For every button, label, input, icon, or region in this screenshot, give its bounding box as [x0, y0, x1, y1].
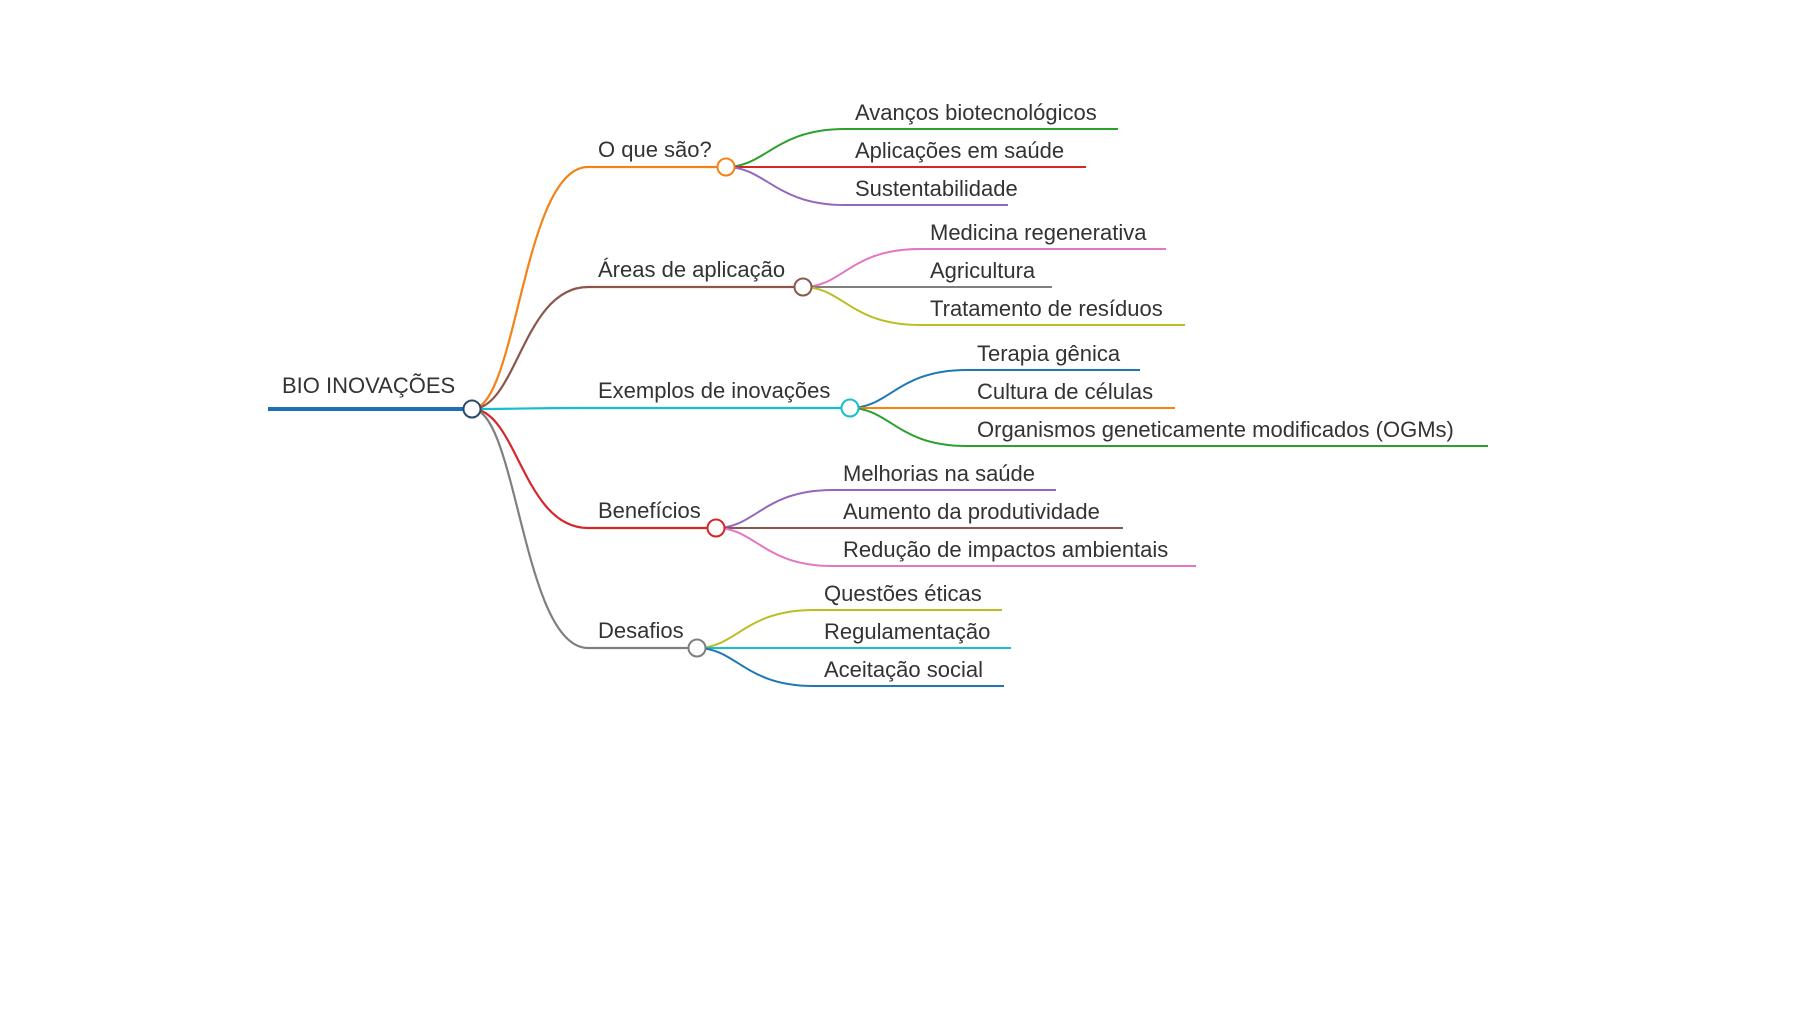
leaf-label: Aplicações em saúde [855, 138, 1064, 163]
branch-collapse-toggle[interactable] [840, 398, 860, 418]
leaf-label: Regulamentação [824, 619, 990, 644]
branch-label: Desafios [598, 618, 684, 643]
leaf-connector [725, 128, 846, 168]
nodes [462, 157, 860, 658]
leaf-connector [849, 407, 968, 447]
branch-connector [471, 407, 589, 650]
leaf-label: Redução de impactos ambientais [843, 537, 1168, 562]
branch-collapse-toggle[interactable] [706, 518, 726, 538]
leaf-connector [802, 248, 921, 288]
leaf-label: Medicina regenerativa [930, 220, 1147, 245]
leaf-connector [696, 647, 815, 687]
branch-label: Benefícios [598, 498, 701, 523]
branch-label: Áreas de aplicação [598, 257, 785, 282]
branch-connector [471, 407, 589, 530]
leaf-label: Melhorias na saúde [843, 461, 1035, 486]
branch-collapse-toggle[interactable] [793, 277, 813, 297]
leaf-connector [725, 166, 846, 206]
leaf-label: Questões éticas [824, 581, 982, 606]
leaf-connector [696, 609, 815, 649]
root-collapse-toggle[interactable] [462, 399, 482, 419]
leaf-label: Terapia gênica [977, 341, 1121, 366]
branch-collapse-toggle[interactable] [716, 157, 736, 177]
branch-collapse-toggle[interactable] [687, 638, 707, 658]
leaf-connector [715, 489, 834, 529]
branch-connector [471, 285, 589, 411]
leaf-label: Avanços biotecnológicos [855, 100, 1097, 125]
leaf-label: Agricultura [930, 258, 1036, 283]
leaf-connector [849, 369, 968, 409]
branch-connector [471, 165, 589, 411]
leaf-label: Aumento da produtividade [843, 499, 1100, 524]
root-label: BIO INOVAÇÕES [282, 373, 455, 398]
branch-connector [471, 406, 589, 411]
leaf-label: Sustentabilidade [855, 176, 1018, 201]
leaf-connector [715, 527, 834, 567]
leaf-label: Cultura de células [977, 379, 1153, 404]
labels: BIO INOVAÇÕES O que são? Avanços biotecnol… [282, 100, 1454, 682]
branch-label: Exemplos de inovações [598, 378, 830, 403]
leaf-label: Tratamento de resíduos [930, 296, 1163, 321]
leaf-label: Organismos geneticamente modificados (OG… [977, 417, 1454, 442]
connector-lines [268, 128, 1488, 687]
leaf-connector [802, 286, 921, 326]
leaf-label: Aceitação social [824, 657, 983, 682]
branch-label: O que são? [598, 137, 712, 162]
